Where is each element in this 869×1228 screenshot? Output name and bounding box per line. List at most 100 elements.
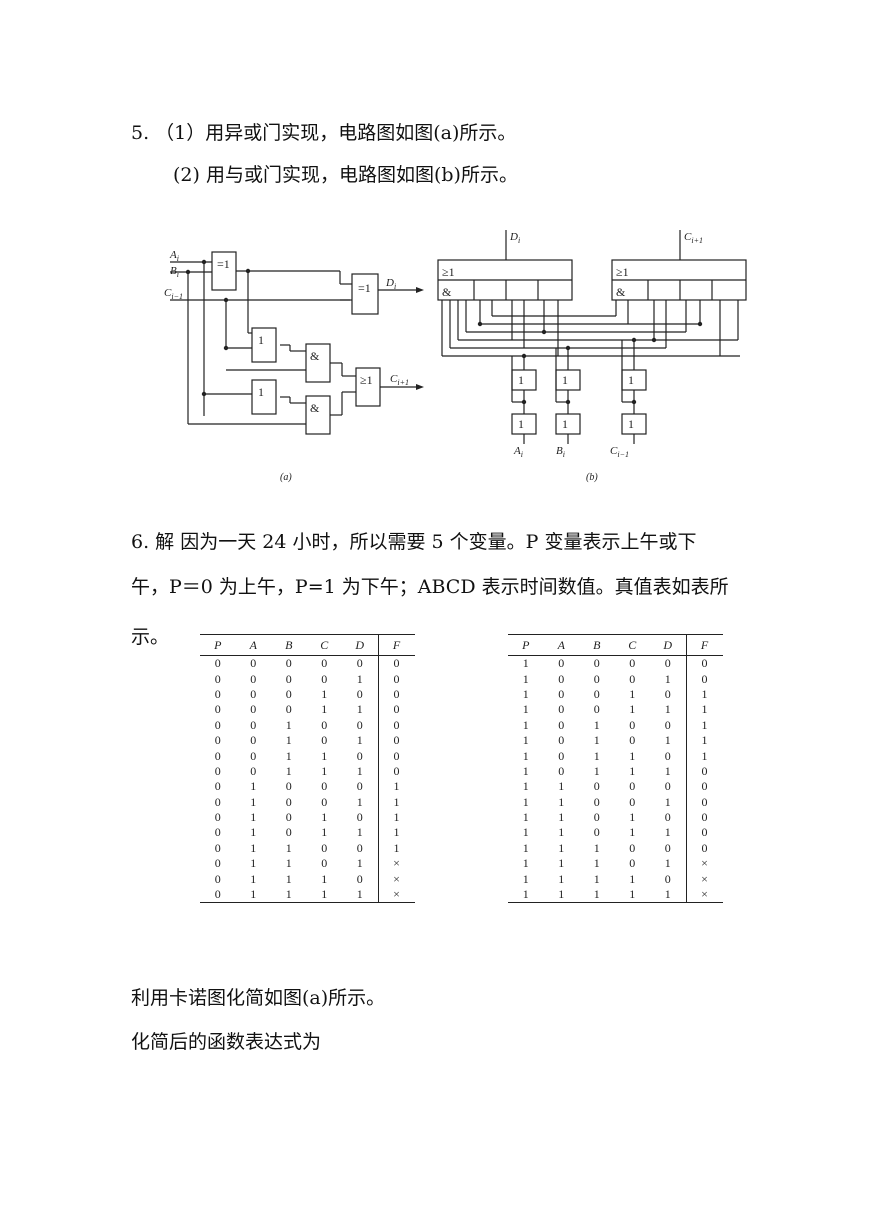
table-cell: 0 bbox=[356, 810, 363, 825]
table-cell: 0 bbox=[356, 686, 363, 701]
table-cell: 1 bbox=[522, 794, 529, 809]
buffer-a-2-label: 1 bbox=[518, 417, 524, 431]
table-cell: 0 bbox=[214, 702, 221, 717]
table-cell: 0 bbox=[377, 686, 415, 703]
table-cell: × bbox=[685, 871, 723, 887]
table-cell: 1 bbox=[285, 717, 292, 732]
table-cell: 1 bbox=[250, 825, 257, 840]
table-header-d: D bbox=[650, 634, 686, 656]
table-cell: 1 bbox=[250, 810, 257, 825]
table-cell: 0 bbox=[214, 733, 221, 748]
table-cell: × bbox=[377, 856, 415, 872]
table-cell: 1 bbox=[593, 887, 600, 902]
table-cell: 1 bbox=[629, 887, 636, 902]
table-cell: 1 bbox=[593, 748, 600, 763]
table-cell: 1 bbox=[558, 871, 565, 886]
table-cell: 0 bbox=[250, 702, 257, 717]
table-cell: 0 bbox=[593, 779, 600, 794]
table-cell: 0 bbox=[214, 825, 221, 840]
input-b-label: Bi bbox=[170, 265, 179, 279]
input-a-label: Ai bbox=[169, 249, 179, 263]
table-cell: 0 bbox=[214, 794, 221, 809]
table-cell: 0 bbox=[664, 840, 671, 855]
table-cell: 0 bbox=[214, 840, 221, 855]
table-cell: 1 bbox=[377, 809, 415, 826]
table-cell: 1 bbox=[522, 717, 529, 732]
block-2-and-label: & bbox=[616, 285, 626, 299]
table-cell: 1 bbox=[522, 825, 529, 840]
table-cell: 1 bbox=[356, 702, 363, 717]
table-cell: 0 bbox=[214, 748, 221, 763]
b-output-c-label: Ci+1 bbox=[684, 231, 703, 245]
table-cell: 1 bbox=[522, 702, 529, 717]
table-cell: 1 bbox=[321, 871, 328, 886]
q6-line-2: 午，P＝0 为上午，P=1 为下午；ABCD 表示时间数值。真值表如表所 bbox=[131, 576, 729, 598]
table-cell: 0 bbox=[558, 748, 565, 763]
after-line-2: 化简后的函数表达式为 bbox=[131, 1031, 322, 1053]
table-cell: 0 bbox=[285, 779, 292, 794]
table-cell: 1 bbox=[356, 733, 363, 748]
table-cell: 1 bbox=[321, 686, 328, 701]
table-cell: 0 bbox=[629, 717, 636, 732]
table-cell: 1 bbox=[356, 763, 363, 778]
table-cell: 1 bbox=[558, 856, 565, 871]
table-cell: 1 bbox=[522, 748, 529, 763]
table-cell: 1 bbox=[629, 810, 636, 825]
table-cell: 1 bbox=[377, 779, 415, 795]
table-cell: 1 bbox=[629, 825, 636, 840]
b-input-a-label: Ai bbox=[513, 445, 523, 459]
table-cell: 1 bbox=[377, 840, 415, 857]
table-cell: 1 bbox=[377, 794, 415, 810]
table-cell: 1 bbox=[285, 840, 292, 855]
table-cell: 1 bbox=[664, 763, 671, 778]
buffer-c-2-label: 1 bbox=[628, 417, 634, 431]
table-cell: 1 bbox=[356, 887, 363, 902]
table-cell: 0 bbox=[377, 671, 415, 687]
table-cell: 1 bbox=[522, 871, 529, 886]
table-header-d: D bbox=[342, 634, 378, 656]
table-cell: 1 bbox=[558, 825, 565, 840]
table-cell: × bbox=[377, 886, 415, 903]
table-cell: 0 bbox=[250, 671, 257, 686]
table-cell: 1 bbox=[321, 825, 328, 840]
table-cell: 1 bbox=[285, 856, 292, 871]
table-cell: 1 bbox=[356, 671, 363, 686]
input-c-label: Ci−1 bbox=[164, 287, 183, 301]
table-cell: 0 bbox=[321, 717, 328, 732]
table-cell: 0 bbox=[593, 794, 600, 809]
table-cell: 0 bbox=[629, 794, 636, 809]
table-cell: 0 bbox=[629, 671, 636, 686]
table-cell: 1 bbox=[558, 887, 565, 902]
table-cell: 0 bbox=[285, 825, 292, 840]
table-cell: 0 bbox=[558, 702, 565, 717]
caption-a: (a) bbox=[280, 472, 292, 483]
table-cell: 1 bbox=[664, 856, 671, 871]
xor-gate-2-label: =1 bbox=[358, 281, 371, 295]
block-2-or-label: ≥1 bbox=[616, 265, 629, 279]
table-cell: 1 bbox=[664, 702, 671, 717]
buffer-c-2 bbox=[621, 413, 647, 435]
q5-line-2: (2) 用与或门实现，电路图如图(b)所示。 bbox=[173, 164, 518, 186]
table-cell: 1 bbox=[629, 748, 636, 763]
table-cell: 0 bbox=[321, 733, 328, 748]
table-cell: 0 bbox=[285, 656, 292, 671]
table-cell: 1 bbox=[593, 717, 600, 732]
buffer-b-1 bbox=[555, 369, 581, 391]
table-cell: 1 bbox=[685, 702, 723, 718]
table-cell: 0 bbox=[593, 810, 600, 825]
table-cell: 1 bbox=[593, 733, 600, 748]
table-cell: 0 bbox=[685, 794, 723, 810]
table-cell: × bbox=[685, 886, 723, 903]
table-cell: 0 bbox=[558, 717, 565, 732]
table-cell: 0 bbox=[685, 825, 723, 841]
